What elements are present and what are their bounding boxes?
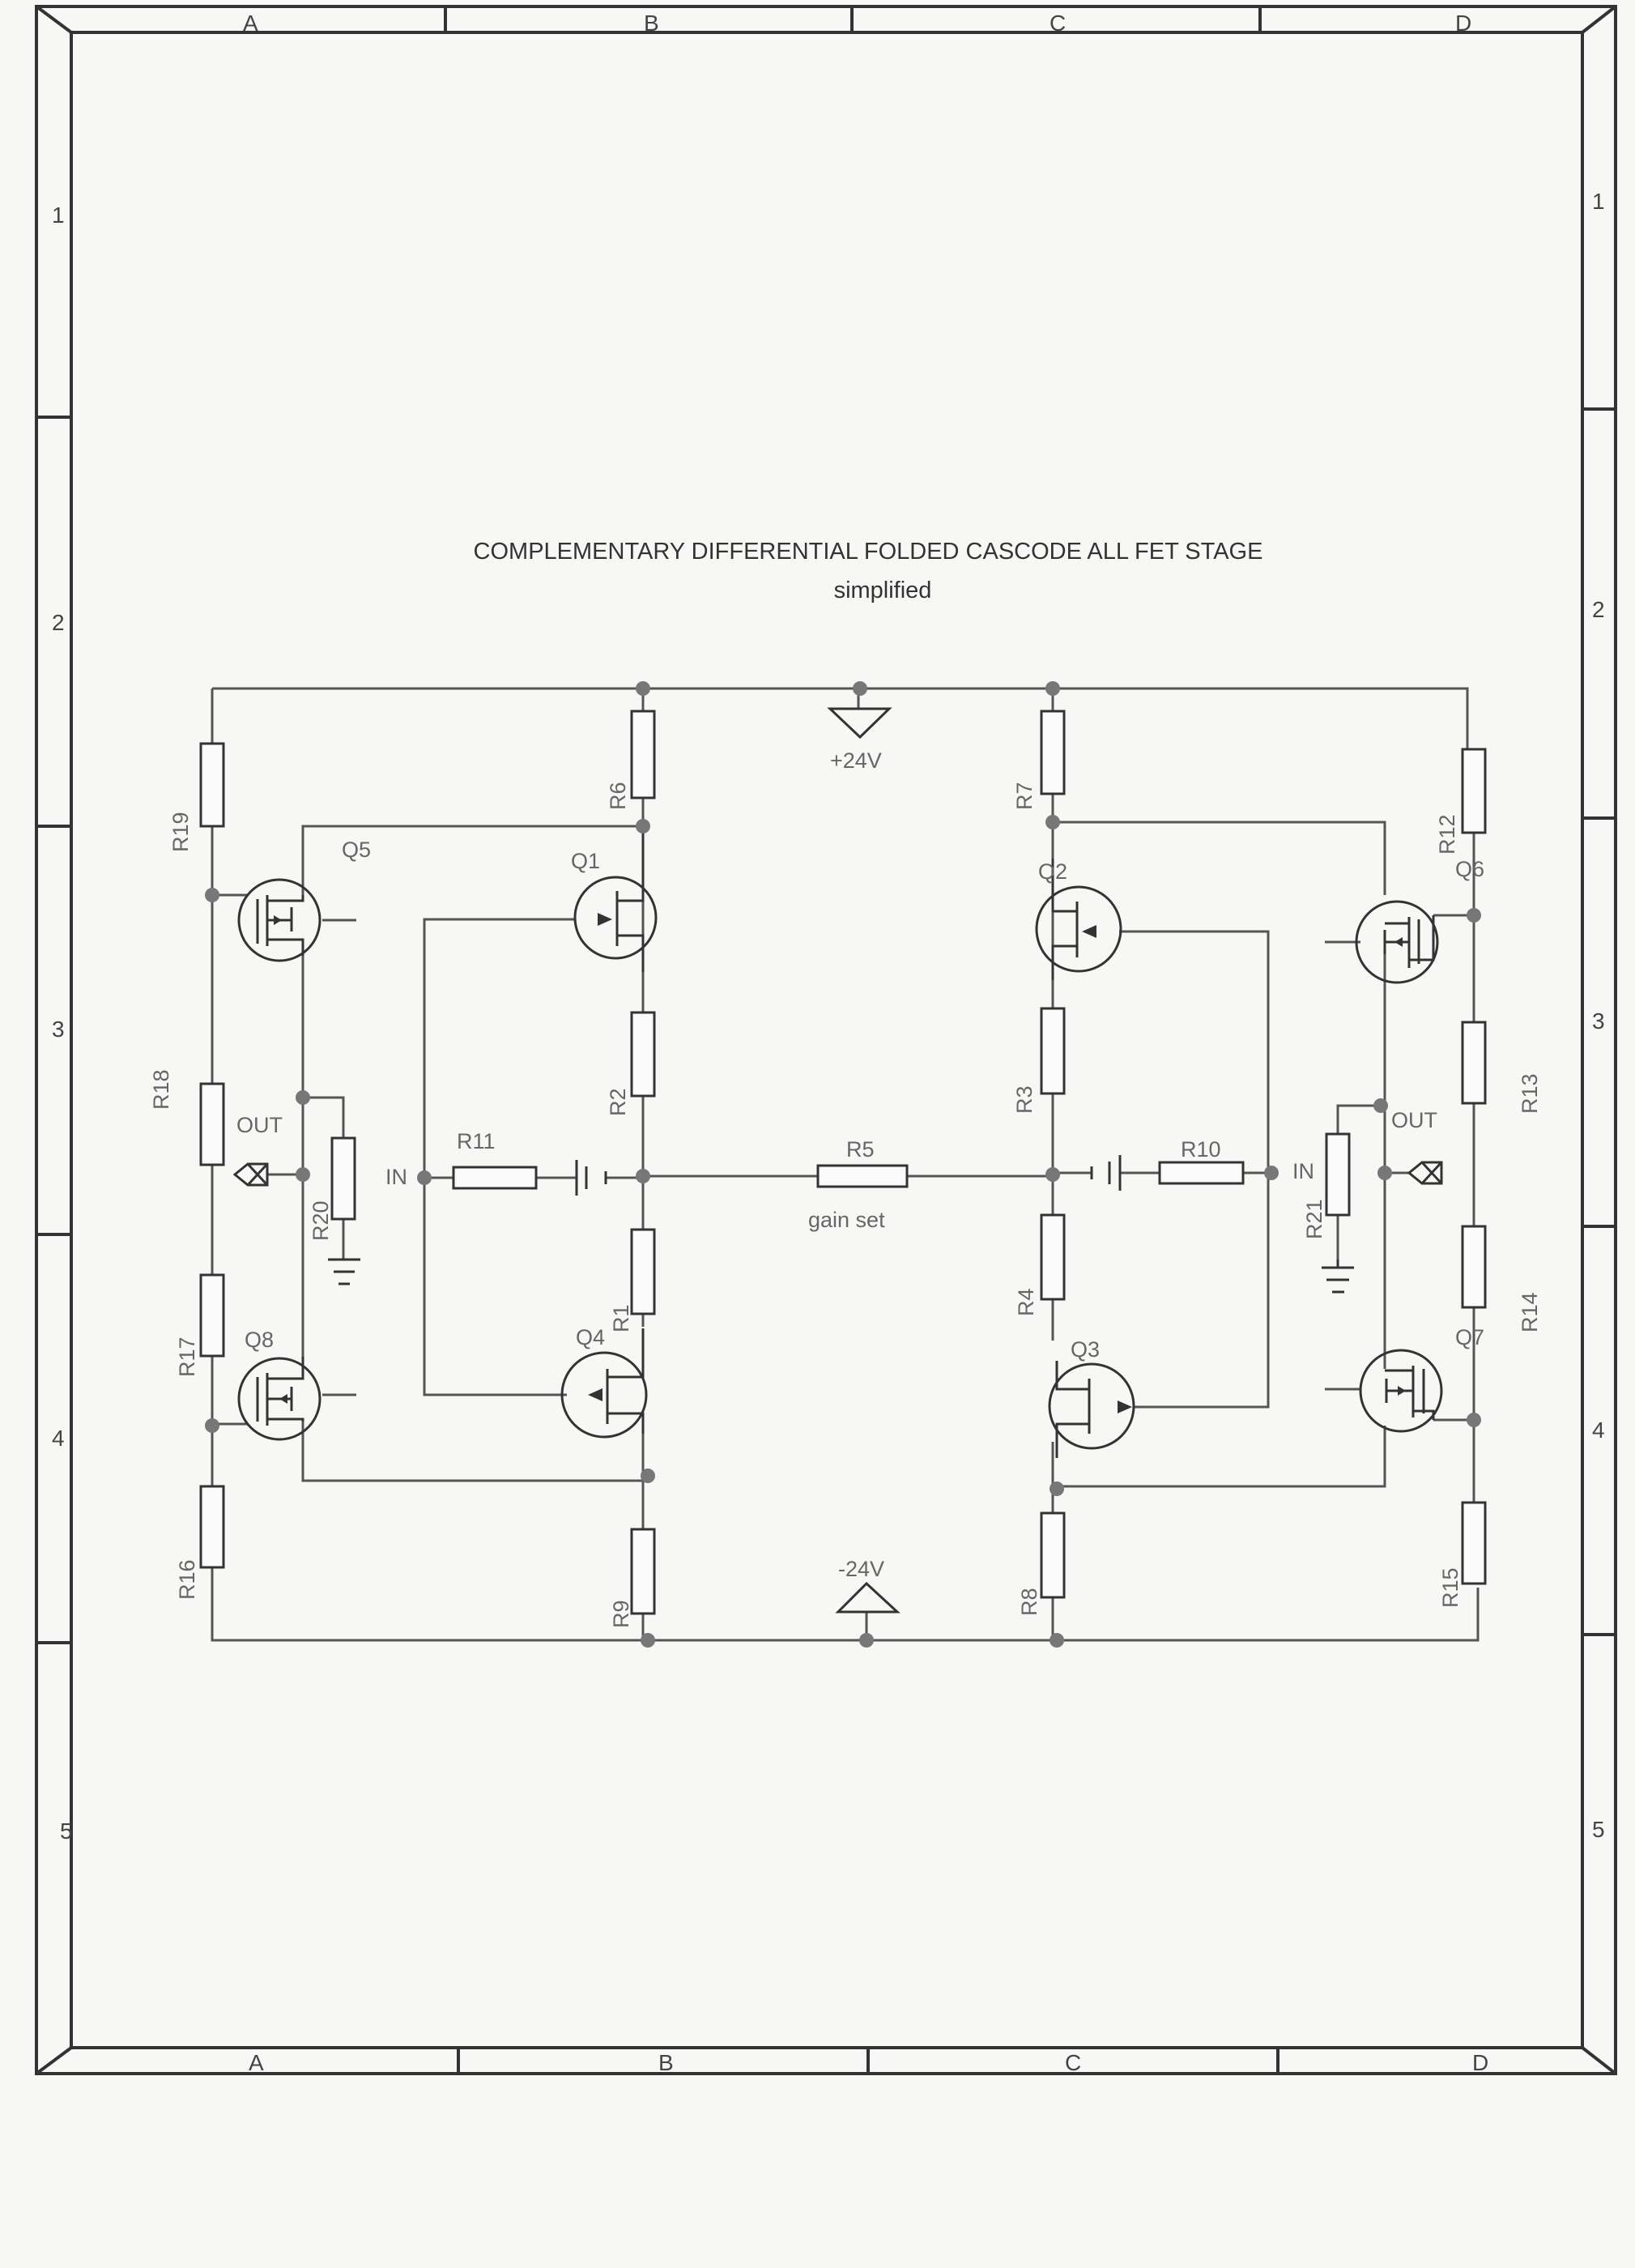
zone-col-d-bottom: D bbox=[1472, 2050, 1488, 2075]
label-q2: Q2 bbox=[1038, 859, 1067, 884]
positive-rail-label: +24V bbox=[830, 748, 882, 773]
output-port-icons bbox=[232, 1161, 1443, 1187]
input-left-label: IN bbox=[385, 1165, 407, 1189]
transistor-q2 bbox=[1035, 859, 1122, 980]
label-q6: Q6 bbox=[1455, 857, 1484, 881]
zone-row-1-left: 1 bbox=[52, 202, 65, 228]
resistor-r2 bbox=[630, 1011, 656, 1098]
negative-supply-icon bbox=[835, 1581, 901, 1614]
label-r21: R21 bbox=[1302, 1199, 1326, 1239]
label-r7: R7 bbox=[1012, 782, 1037, 810]
label-q3: Q3 bbox=[1071, 1337, 1100, 1362]
transistor-q3 bbox=[1048, 1361, 1135, 1458]
resistors bbox=[199, 710, 1487, 1615]
resistor-r4 bbox=[1040, 1213, 1066, 1301]
zone-row-3-left: 3 bbox=[52, 1017, 65, 1042]
transistors bbox=[237, 826, 1443, 1458]
label-r20: R20 bbox=[309, 1200, 333, 1241]
resistor-r12 bbox=[1461, 748, 1487, 834]
resistor-r10 bbox=[1158, 1161, 1245, 1185]
ground-icon bbox=[328, 1258, 1354, 1294]
zone-col-d-top: D bbox=[1455, 11, 1471, 36]
resistor-r16 bbox=[199, 1485, 225, 1569]
zone-row-4-left: 4 bbox=[52, 1426, 65, 1451]
resistor-r18 bbox=[199, 1082, 225, 1166]
coupling-capacitors bbox=[575, 1155, 1122, 1196]
resistor-r17 bbox=[199, 1273, 225, 1358]
zone-col-b-bottom: B bbox=[658, 2050, 674, 2075]
zone-col-a-bottom: A bbox=[249, 2050, 264, 2075]
positive-supply-icon bbox=[827, 707, 892, 740]
label-r9: R9 bbox=[609, 1600, 633, 1628]
junction-dots bbox=[205, 681, 1481, 1648]
resistor-r21 bbox=[1325, 1132, 1351, 1217]
resistor-r19 bbox=[199, 742, 225, 828]
resistor-r3 bbox=[1040, 1007, 1066, 1095]
label-r10: R10 bbox=[1181, 1137, 1221, 1162]
output-right-label: OUT bbox=[1391, 1108, 1437, 1132]
label-r8: R8 bbox=[1017, 1588, 1041, 1616]
gain-set-label: gain set bbox=[808, 1208, 885, 1232]
diagram-title: COMPLEMENTARY DIFFERENTIAL FOLDED CASCOD… bbox=[474, 539, 1263, 565]
resistor-r6 bbox=[630, 710, 656, 799]
resistor-r8 bbox=[1040, 1511, 1066, 1599]
zone-row-5-left: 5 bbox=[60, 1818, 73, 1844]
zone-col-a-top: A bbox=[243, 11, 258, 36]
label-r4: R4 bbox=[1014, 1288, 1038, 1316]
label-r17: R17 bbox=[175, 1336, 199, 1377]
label-r13: R13 bbox=[1518, 1073, 1542, 1114]
transistor-q8 bbox=[237, 1357, 321, 1441]
label-r3: R3 bbox=[1012, 1085, 1037, 1114]
zone-labels: A B C D A B C D 1 2 3 4 5 1 2 3 4 5 bbox=[52, 11, 1605, 2075]
transistor-q1 bbox=[573, 826, 658, 972]
label-r5: R5 bbox=[846, 1137, 875, 1162]
zone-col-c-top: C bbox=[1050, 11, 1066, 36]
diagram-subtitle: simplified bbox=[834, 578, 932, 603]
transistor-q5 bbox=[237, 878, 321, 962]
resistor-r13 bbox=[1461, 1021, 1487, 1105]
transistor-q7 bbox=[1359, 1349, 1443, 1433]
label-r1: R1 bbox=[609, 1304, 633, 1332]
label-r14: R14 bbox=[1518, 1292, 1542, 1332]
label-q7: Q7 bbox=[1455, 1325, 1484, 1349]
input-right-label: IN bbox=[1292, 1159, 1314, 1183]
label-q1: Q1 bbox=[571, 849, 600, 873]
resistor-r15 bbox=[1461, 1501, 1487, 1585]
zone-row-3-right: 3 bbox=[1592, 1008, 1605, 1034]
resistor-r11 bbox=[452, 1166, 538, 1190]
resistor-r7 bbox=[1040, 710, 1066, 795]
resistor-r5 bbox=[816, 1164, 909, 1188]
resistor-r14 bbox=[1461, 1225, 1487, 1309]
zone-row-1-right: 1 bbox=[1592, 189, 1605, 214]
transistor-q4 bbox=[560, 1328, 648, 1439]
label-r15: R15 bbox=[1438, 1567, 1463, 1608]
zone-row-4-right: 4 bbox=[1592, 1418, 1605, 1443]
label-q4: Q4 bbox=[576, 1325, 605, 1349]
wires bbox=[211, 687, 1480, 1642]
label-q8: Q8 bbox=[245, 1328, 274, 1352]
component-labels: +24V -24V gain set IN IN OUT OUT Q5 Q1 Q… bbox=[149, 748, 1542, 1628]
zone-row-2-right: 2 bbox=[1592, 597, 1605, 622]
zone-row-5-right: 5 bbox=[1592, 1817, 1605, 1842]
zone-col-b-top: B bbox=[644, 11, 659, 36]
label-r12: R12 bbox=[1435, 814, 1459, 855]
zone-col-c-bottom: C bbox=[1065, 2050, 1081, 2075]
resistor-r9 bbox=[630, 1528, 656, 1615]
drawing-frame bbox=[35, 5, 1617, 2075]
label-r6: R6 bbox=[606, 782, 630, 810]
label-r19: R19 bbox=[168, 812, 193, 852]
label-r18: R18 bbox=[149, 1069, 173, 1110]
resistor-r1 bbox=[630, 1228, 656, 1315]
output-left-label: OUT bbox=[236, 1113, 283, 1137]
label-r11: R11 bbox=[457, 1129, 496, 1153]
label-r16: R16 bbox=[175, 1559, 199, 1600]
negative-rail-label: -24V bbox=[838, 1557, 884, 1581]
supply-icons bbox=[827, 707, 901, 1614]
label-r2: R2 bbox=[606, 1088, 630, 1116]
zone-row-2-left: 2 bbox=[52, 610, 65, 635]
resistor-r20 bbox=[330, 1136, 356, 1221]
label-q5: Q5 bbox=[342, 838, 371, 862]
transistor-q6 bbox=[1355, 900, 1439, 984]
